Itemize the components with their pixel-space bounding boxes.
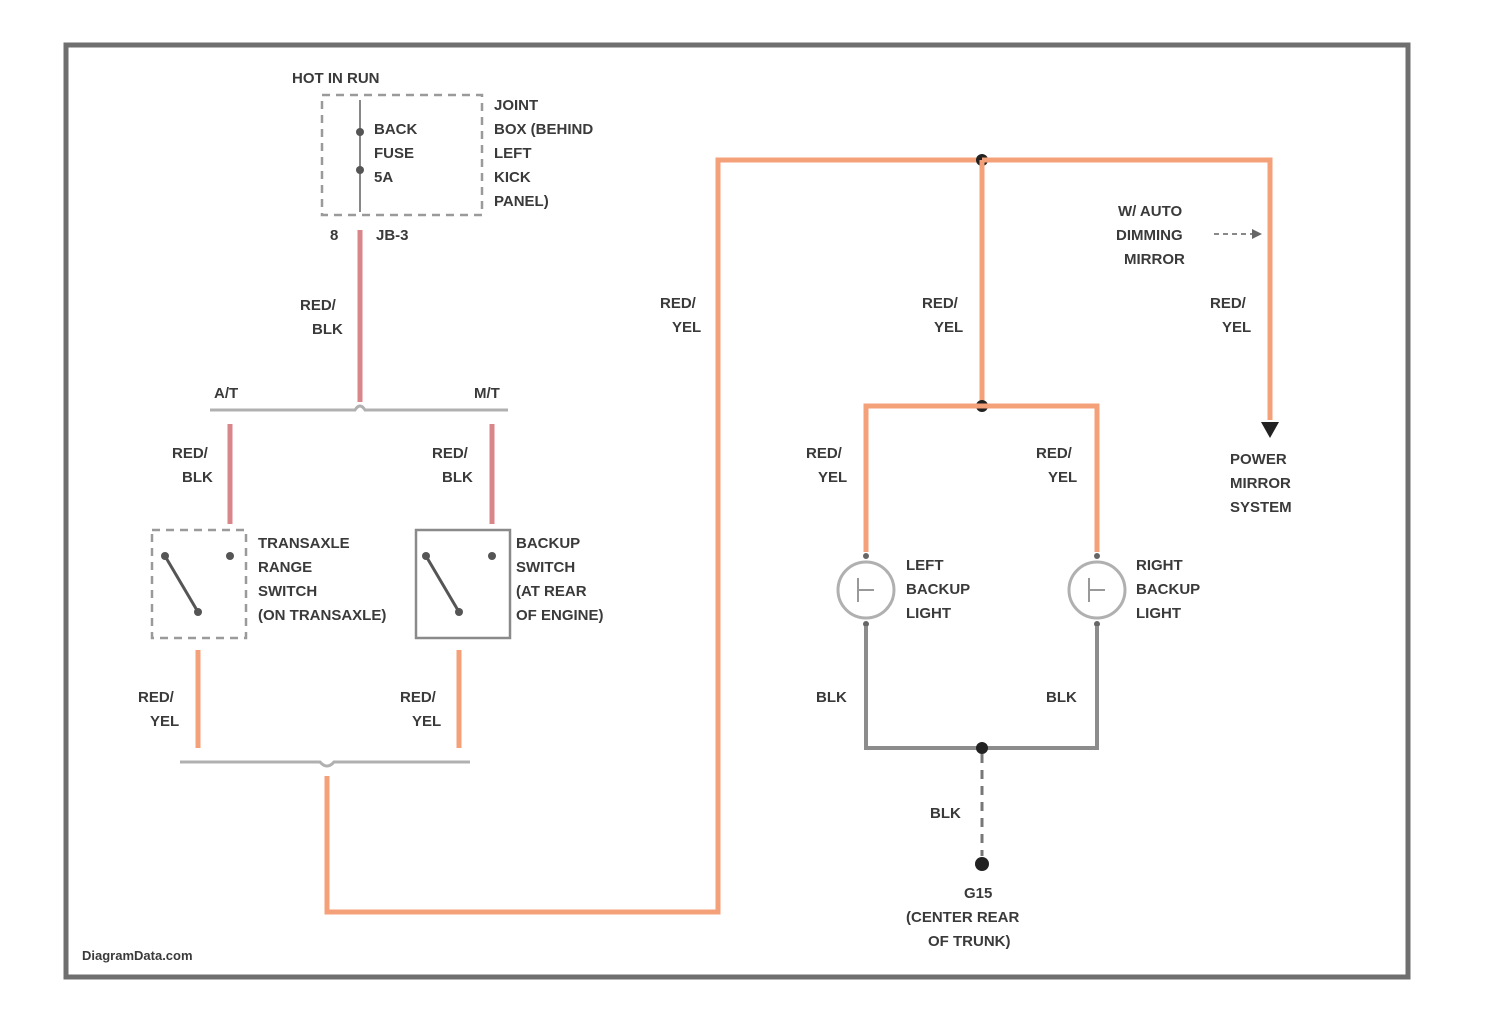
fuse-connector-id: JB-3 xyxy=(376,227,409,244)
joint-box-location-1: JOINT xyxy=(494,97,538,114)
backup-switch-label-3: (AT REAR xyxy=(516,583,587,600)
auto-dim-label-2: DIMMING xyxy=(1116,227,1183,244)
backup-switch-terminal-out xyxy=(455,608,463,616)
watermark: DiagramData.com xyxy=(82,948,193,963)
fuse-terminal-top xyxy=(356,128,364,136)
transaxle-switch-label-3: SWITCH xyxy=(258,583,317,600)
wire-label-red-2: RED/ xyxy=(172,445,209,462)
wire-label-blk-right: BLK xyxy=(1046,689,1077,706)
power-mirror-label-1: POWER xyxy=(1230,451,1287,468)
joint-box-location-2: BOX (BEHIND xyxy=(494,121,593,138)
auto-dim-label-3: MIRROR xyxy=(1124,251,1185,268)
right-light-label-3: LIGHT xyxy=(1136,605,1181,622)
power-mirror-label-2: MIRROR xyxy=(1230,475,1291,492)
backup-switch-label-2: SWITCH xyxy=(516,559,575,576)
transaxle-switch-label-1: TRANSAXLE xyxy=(258,535,350,552)
backup-switch-terminal-in xyxy=(488,552,496,560)
fuse-label-line-1: BACK xyxy=(374,121,417,138)
transaxle-switch-pivot xyxy=(161,552,169,560)
left-bulb-terminal-top xyxy=(863,553,869,559)
right-light-label-2: BACKUP xyxy=(1136,581,1200,598)
joint-box-location-5: PANEL) xyxy=(494,193,549,210)
wire-label-blk-2: BLK xyxy=(182,469,213,486)
transaxle-switch-terminal-out xyxy=(194,608,202,616)
ground-point-icon xyxy=(975,857,989,871)
transaxle-switch-label-4: (ON TRANSAXLE) xyxy=(258,607,386,624)
backup-switch-label-4: OF ENGINE) xyxy=(516,607,604,624)
wire-label-yel-4: YEL xyxy=(150,713,179,730)
left-light-label-2: BACKUP xyxy=(906,581,970,598)
wire-label-red-7: RED/ xyxy=(922,295,959,312)
auto-dim-label-1: W/ AUTO xyxy=(1118,203,1182,220)
right-bulb-terminal-top xyxy=(1094,553,1100,559)
fuse-terminal-bottom xyxy=(356,166,364,174)
diagram-frame xyxy=(66,45,1408,977)
transaxle-switch-label-2: RANGE xyxy=(258,559,312,576)
fuse-label-line-3: 5A xyxy=(374,169,393,186)
joint-box-location-4: KICK xyxy=(494,169,531,186)
wire-label-yel-8: YEL xyxy=(1222,319,1251,336)
left-light-label-1: LEFT xyxy=(906,557,944,574)
left-light-label-3: LIGHT xyxy=(906,605,951,622)
mt-label: M/T xyxy=(474,385,500,402)
wire-label-blk-ground: BLK xyxy=(930,805,961,822)
splice-ground xyxy=(976,742,988,754)
fuse-label-line-2: FUSE xyxy=(374,145,414,162)
backup-switch-label-1: BACKUP xyxy=(516,535,580,552)
wire-label-red-3: RED/ xyxy=(432,445,469,462)
wire-label-red-4: RED/ xyxy=(138,689,175,706)
wire-label-yel-9: YEL xyxy=(818,469,847,486)
hot-in-run-label: HOT IN RUN xyxy=(292,70,380,87)
wire-label-red-8: RED/ xyxy=(1210,295,1247,312)
wire-label-red-9: RED/ xyxy=(806,445,843,462)
joint-box-location-3: LEFT xyxy=(494,145,532,162)
wire-label-blk-3: BLK xyxy=(442,469,473,486)
ground-label-3: OF TRUNK) xyxy=(928,933,1011,950)
wire-label-yel-6: YEL xyxy=(672,319,701,336)
wire-label-red-1: RED/ xyxy=(300,297,337,314)
wire-label-yel-5: YEL xyxy=(412,713,441,730)
wire-label-yel-7: YEL xyxy=(934,319,963,336)
power-mirror-label-3: SYSTEM xyxy=(1230,499,1292,516)
ground-label-1: G15 xyxy=(964,885,992,902)
wire-label-yel-10: YEL xyxy=(1048,469,1077,486)
right-light-label-1: RIGHT xyxy=(1136,557,1183,574)
wire-label-red-6: RED/ xyxy=(660,295,697,312)
wire-label-red-5: RED/ xyxy=(400,689,437,706)
wire-label-blk-1: BLK xyxy=(312,321,343,338)
backup-switch-pivot xyxy=(422,552,430,560)
wire-label-red-10: RED/ xyxy=(1036,445,1073,462)
wire-label-blk-left: BLK xyxy=(816,689,847,706)
at-label: A/T xyxy=(214,385,238,402)
fuse-pin-number: 8 xyxy=(330,227,338,244)
ground-label-2: (CENTER REAR xyxy=(906,909,1020,926)
transaxle-switch-terminal-in xyxy=(226,552,234,560)
